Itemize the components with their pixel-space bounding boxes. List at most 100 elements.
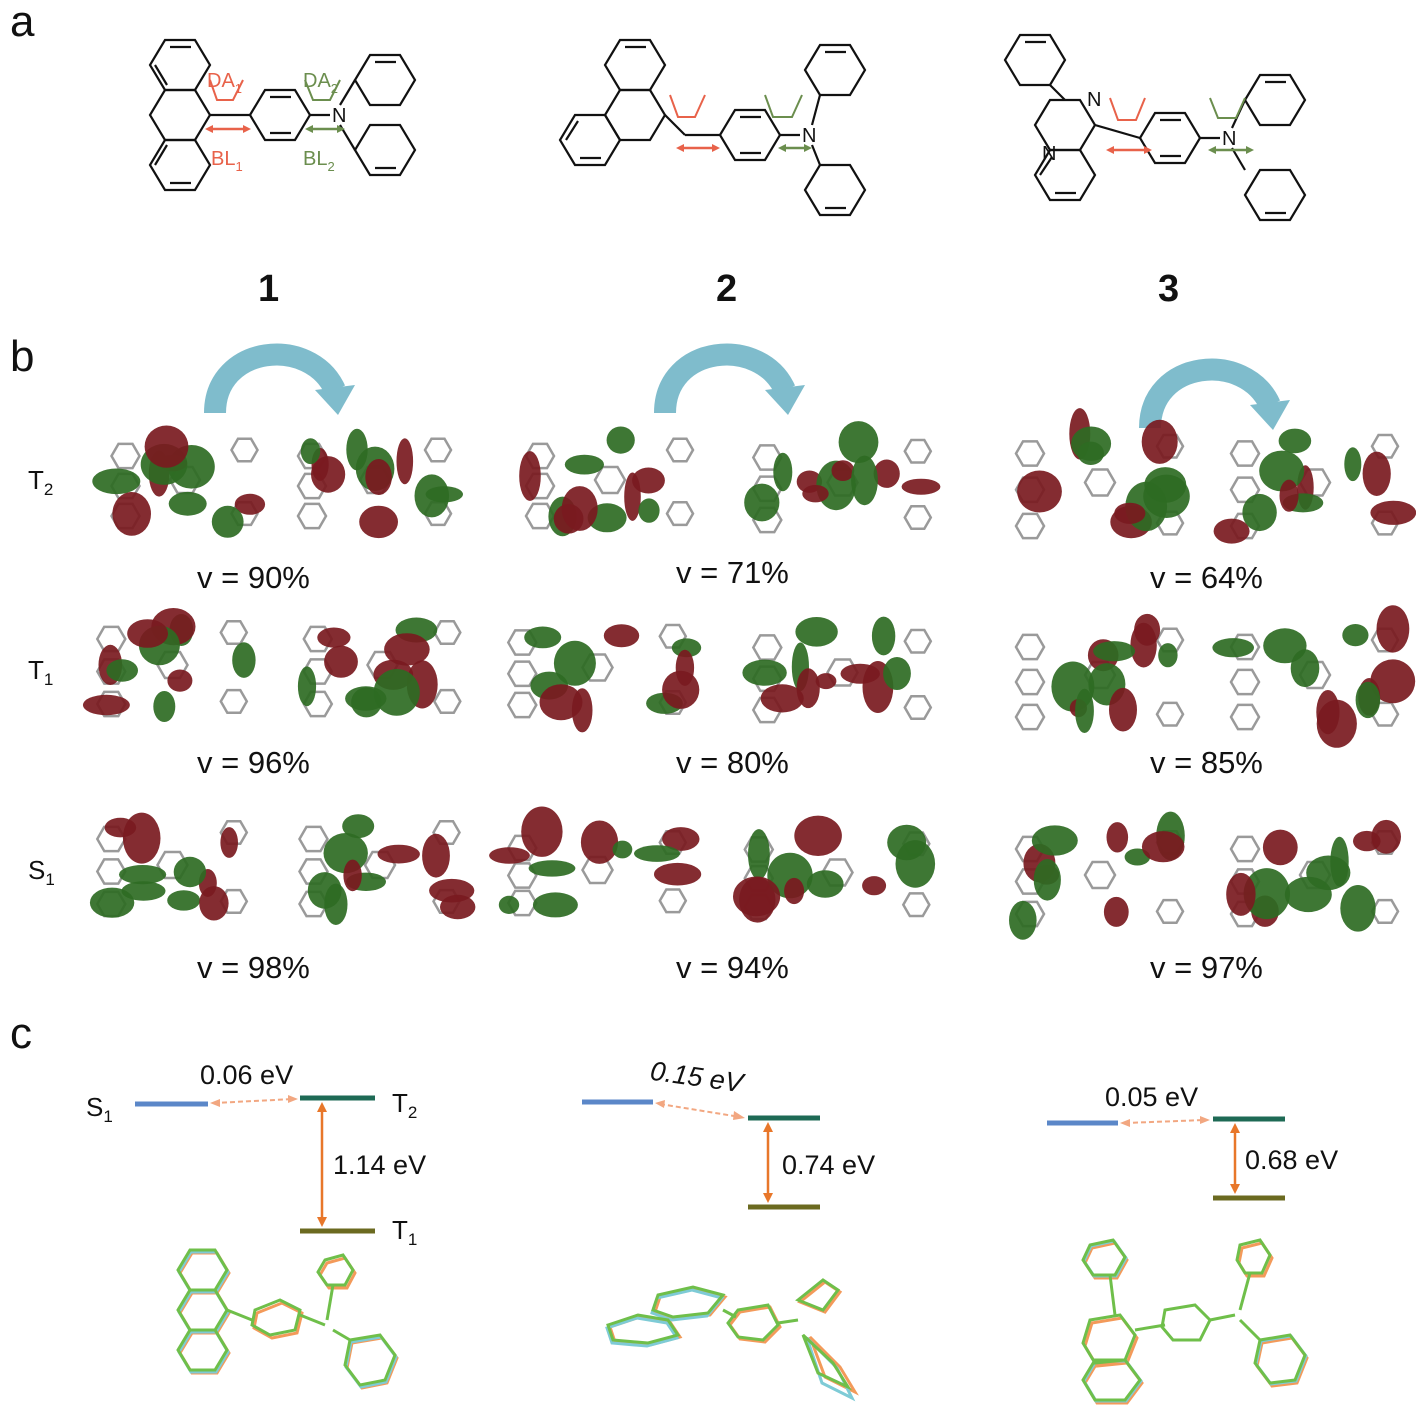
negative-lobe (1371, 819, 1401, 854)
negative-lobe (760, 684, 804, 713)
orbital-plot (744, 421, 941, 534)
panel-label-c: c (10, 1009, 32, 1058)
positive-lobe (324, 883, 348, 925)
positive-lobe (1243, 868, 1290, 920)
positive-lobe (671, 638, 702, 658)
positive-lobe (744, 483, 780, 522)
energy-label-t2: T2 (392, 1088, 418, 1123)
positive-lobe (1344, 447, 1362, 482)
negative-lobe (220, 827, 238, 858)
negative-lobe (521, 806, 563, 857)
negative-lobe (377, 844, 420, 864)
geometry-overlay-1 (176, 1248, 399, 1390)
negative-lobe (1279, 479, 1299, 512)
positive-lobe (425, 486, 463, 503)
positive-lobe (1340, 885, 1376, 932)
transfer-arrow-1 (204, 343, 355, 415)
positive-lobe (532, 892, 578, 918)
state-label-t1: T1 (28, 655, 54, 690)
positive-lobe (89, 887, 135, 918)
orbital-plot (733, 815, 936, 923)
positive-lobe (342, 814, 375, 839)
negative-lobe (840, 663, 880, 684)
positive-lobe (498, 895, 520, 914)
negative-lobe (1017, 470, 1062, 513)
overlap-s1-3: v = 97% (1150, 950, 1263, 985)
negative-lobe (862, 876, 887, 896)
negative-lobe (489, 847, 530, 864)
positive-lobe (1031, 825, 1078, 856)
negative-lobe (365, 459, 392, 495)
negative-lobe (82, 694, 130, 716)
negative-lobe (1103, 896, 1129, 927)
orbital-plot (506, 623, 702, 733)
orbital-plot (1212, 605, 1416, 748)
negative-lobe (539, 684, 583, 721)
orbital-plot (1014, 613, 1185, 733)
structure-3: N N N (1003, 33, 1307, 222)
negative-lobe (1316, 690, 1340, 735)
positive-lobe (748, 829, 770, 880)
positive-lobe (634, 845, 680, 862)
negative-lobe (1141, 419, 1178, 464)
positive-lobe (895, 840, 936, 888)
positive-lobe (1342, 624, 1369, 647)
positive-lobe (373, 669, 420, 716)
negative-lobe (1114, 502, 1146, 524)
da2-label: DA2 (303, 70, 338, 96)
negative-lobe (1213, 518, 1250, 544)
svg-text:N: N (1222, 128, 1236, 150)
energy-diagram-3 (1047, 1116, 1285, 1201)
geometry-overlay-3 (1081, 1238, 1309, 1405)
orbital-plot (742, 616, 933, 724)
negative-lobe (1141, 831, 1185, 863)
positive-lobe (1212, 638, 1254, 658)
bl1-label: BL1 (211, 148, 243, 174)
gap-t2-t1-1: 1.14 eV (333, 1150, 427, 1180)
negative-lobe (802, 485, 829, 503)
overlap-t1-2: v = 80% (676, 745, 789, 780)
svg-text:N: N (1042, 143, 1056, 165)
gap-s1-t2-2: 0.15 eV (648, 1055, 745, 1099)
negative-lobe (733, 876, 781, 917)
negative-lobe (654, 862, 702, 886)
positive-lobe (773, 452, 793, 492)
overlap-t1-3: v = 85% (1150, 745, 1263, 780)
structure-2: N (558, 38, 867, 217)
negative-lobe (603, 624, 640, 648)
orbital-plot (297, 617, 462, 718)
positive-lobe (1355, 681, 1381, 719)
negative-lobe (343, 859, 362, 892)
negative-lobe (1109, 687, 1137, 732)
negative-lobe (359, 505, 398, 539)
bl2-label: BL2 (303, 148, 335, 174)
positive-lobe (1284, 876, 1332, 913)
negative-lobe (794, 815, 842, 856)
positive-lobe (1330, 836, 1349, 887)
gap-t2-t1-3: 0.68 eV (1245, 1145, 1339, 1175)
positive-lobe (1278, 428, 1312, 454)
overlap-t1-1: v = 96% (197, 745, 310, 780)
negative-lobe (199, 886, 229, 921)
negative-lobe (112, 492, 151, 536)
positive-lobe (300, 438, 321, 465)
da1-label: DA1 (207, 70, 242, 96)
orbital-plot (1009, 811, 1185, 940)
compound-label-1: 1 (258, 268, 280, 310)
positive-lobe (211, 505, 244, 538)
negative-lobe (396, 438, 414, 485)
negative-lobe (144, 425, 189, 468)
overlap-s1-1: v = 98% (197, 950, 310, 985)
negative-lobe (317, 627, 351, 648)
positive-lobe (1290, 649, 1320, 688)
overlap-t2-2: v = 71% (676, 555, 789, 590)
positive-lobe (553, 640, 596, 686)
positive-lobe (1158, 643, 1178, 668)
positive-lobe (883, 657, 911, 690)
positive-lobe (1242, 493, 1277, 532)
positive-lobe (638, 498, 660, 523)
positive-lobe (297, 666, 317, 707)
energy-diagram-1 (135, 1095, 375, 1234)
gap-s1-t2-1: 0.06 eV (200, 1060, 294, 1090)
positive-lobe (795, 617, 838, 647)
